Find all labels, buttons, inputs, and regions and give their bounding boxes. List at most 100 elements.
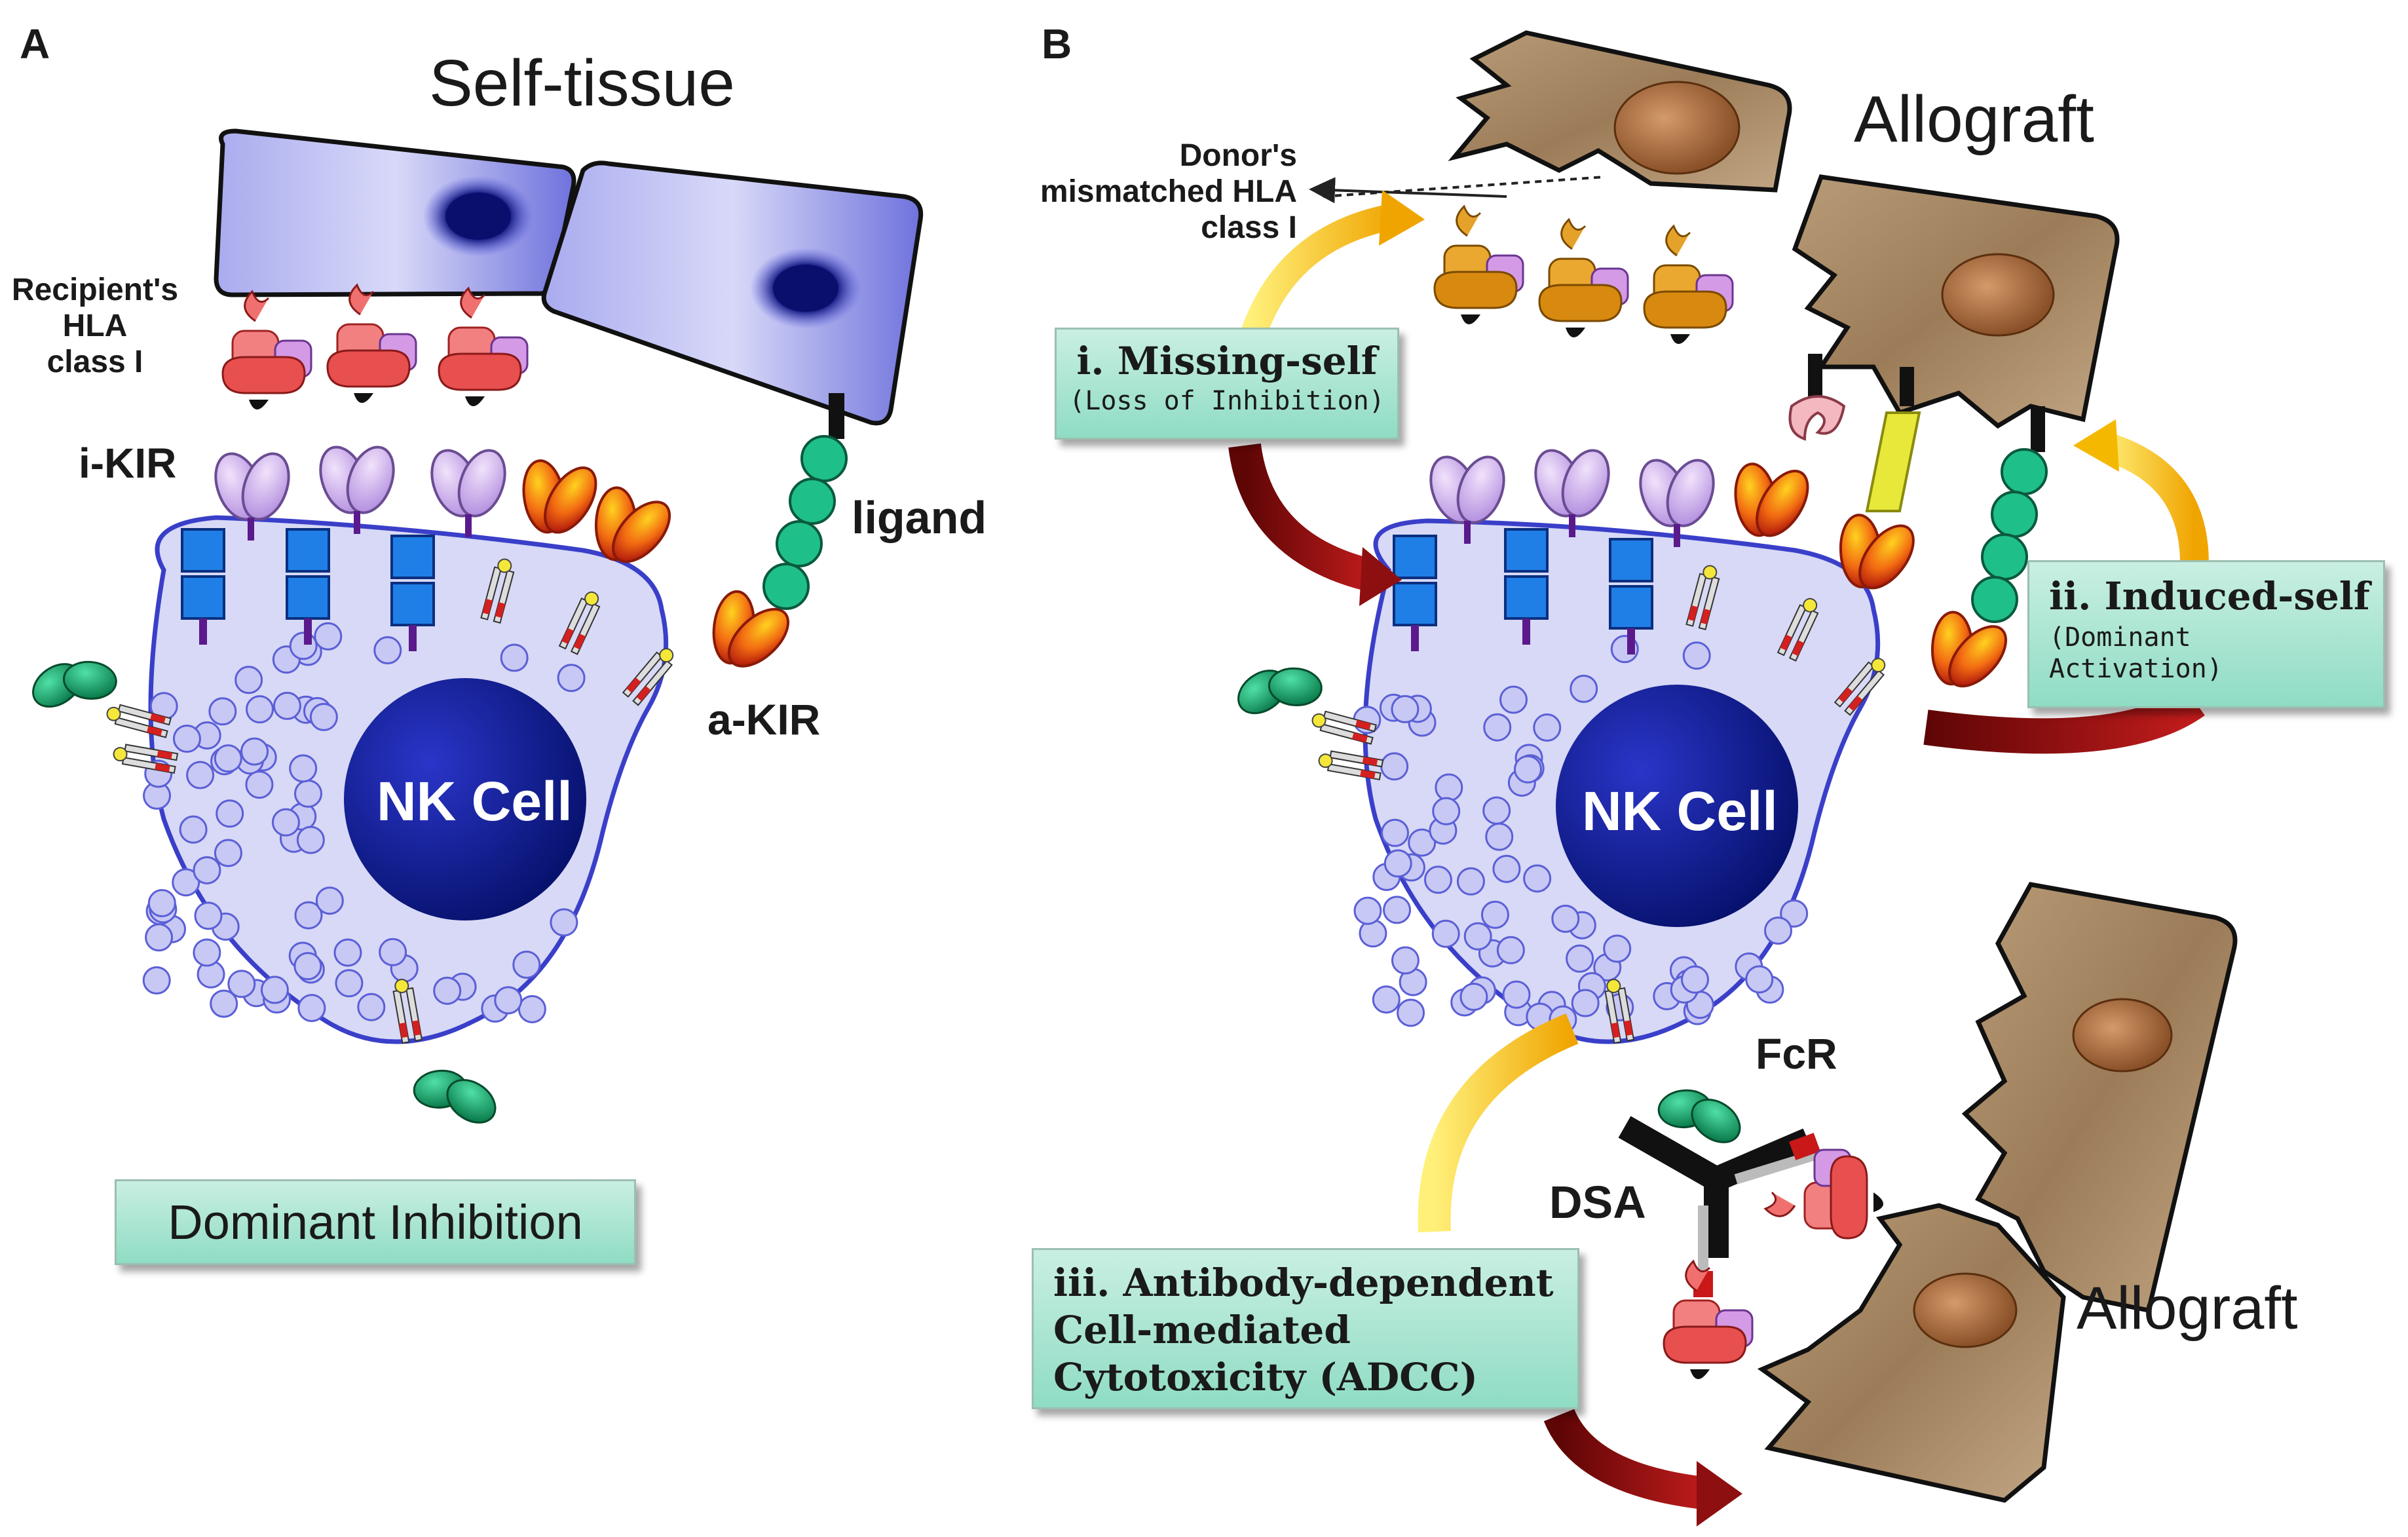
granule [1435, 773, 1463, 802]
granule [1603, 934, 1632, 963]
granule [208, 697, 237, 726]
granule [1383, 849, 1412, 878]
receptors-b [1224, 354, 2048, 1155]
granule [293, 952, 322, 981]
granule [557, 664, 586, 693]
granule [1492, 854, 1521, 883]
granule [1513, 755, 1542, 784]
granule [1397, 998, 1425, 1027]
granule [1502, 980, 1531, 1009]
recipient-hla-line-1: Recipient's [11, 273, 179, 307]
granule [1383, 896, 1412, 924]
granule [1496, 936, 1525, 964]
dsa-label: DSA [1549, 1177, 1646, 1228]
granule [294, 901, 323, 930]
adcc-line-2: Cell-mediated [1053, 1308, 1351, 1352]
missing-self-sub: (Loss of Inhibition) [1069, 386, 1385, 416]
granule [433, 976, 462, 1005]
granule [297, 994, 326, 1023]
granule [550, 908, 578, 937]
granule [1682, 641, 1711, 670]
nk-cell-label-b: NK Cell [1582, 780, 1778, 842]
granule [1523, 864, 1552, 893]
granule [210, 989, 238, 1018]
granule [172, 725, 201, 753]
granule [1499, 685, 1528, 714]
granule [1533, 713, 1562, 742]
granule [512, 950, 541, 979]
granule [1764, 916, 1793, 945]
granule [296, 825, 325, 854]
dominant-inhibition-text: Dominant Inhibition [168, 1195, 583, 1249]
donor-hla-line-2: mismatched HLA [1040, 174, 1297, 210]
granule [1570, 674, 1598, 703]
granule [1456, 867, 1485, 896]
granule [1566, 944, 1594, 973]
pathway-arrows [1228, 190, 2209, 1527]
allograft-bottom-cells [1663, 882, 2238, 1503]
granule [1482, 796, 1511, 825]
missing-self-box: i. Missing-self (Loss of Inhibition) [1055, 328, 1399, 440]
granule [1381, 818, 1410, 847]
granule [1463, 922, 1492, 951]
donor-hla-line-1: Donor's [1179, 138, 1297, 173]
granule [1459, 983, 1488, 1012]
granule [172, 868, 200, 897]
dominant-inhibition-box: Dominant Inhibition [115, 1179, 636, 1265]
i-kir-label: i-KIR [79, 440, 177, 487]
granule [193, 938, 221, 967]
granule [240, 737, 269, 766]
granule [373, 636, 402, 665]
allograft-top-title: Allograft [1854, 83, 2094, 156]
granule [1423, 865, 1452, 894]
adcc-box: iii. Antibody-dependent Cell-mediated Cy… [1032, 1248, 1579, 1409]
granule [500, 643, 529, 672]
granule [379, 938, 407, 966]
induced-self-sub-1: (Dominant [2049, 622, 2191, 653]
granule [145, 923, 174, 952]
granule [214, 744, 242, 773]
panel-a-letter: A [20, 20, 50, 67]
granule [1480, 900, 1509, 929]
granule [186, 761, 215, 789]
granule [294, 779, 323, 808]
granule [357, 993, 386, 1021]
granule [1571, 989, 1600, 1017]
donor-hla-line-3: class I [1201, 210, 1297, 246]
granule [1408, 828, 1437, 857]
missing-self-title: i. Missing-self [1076, 339, 1378, 383]
donor-hla-label: Donor's mismatched HLA class I [1009, 138, 1297, 246]
granule [245, 770, 274, 799]
nk-cell-b [1353, 518, 1881, 1044]
panel-b-letter: B [1042, 20, 1072, 67]
donor-hla-molecules [1309, 176, 1734, 345]
a-kir-label: a-KIR [707, 695, 821, 744]
granule [315, 886, 344, 915]
recipient-hla-line-2: HLA [62, 309, 128, 344]
granule [1391, 946, 1420, 975]
granule [1745, 965, 1774, 994]
induced-self-title: ii. Induced-self [2049, 574, 2370, 618]
granule [271, 808, 300, 837]
granule [333, 938, 362, 967]
granule [1391, 694, 1420, 723]
granule [1372, 985, 1401, 1014]
granule [235, 666, 263, 694]
adcc-line-3: Cytotoxicity (ADCC) [1053, 1355, 1478, 1399]
granule [494, 986, 523, 1015]
receptors-a [19, 284, 848, 1135]
allograft-bottom-title: Allograft [2077, 1275, 2298, 1342]
granule [216, 799, 244, 828]
ligand-label: ligand [852, 492, 987, 543]
granule [194, 901, 223, 930]
granule [1432, 797, 1461, 825]
dsa-antibody [1618, 1116, 1823, 1297]
granule [227, 970, 256, 998]
self-tissue-cells [214, 128, 924, 426]
nk-cell-label-a: NK Cell [377, 770, 573, 832]
self-tissue-title: Self-tissue [429, 47, 735, 120]
granule [273, 691, 301, 720]
induced-self-box: ii. Induced-self (Dominant Activation) [2027, 560, 2385, 708]
granule [246, 695, 274, 724]
